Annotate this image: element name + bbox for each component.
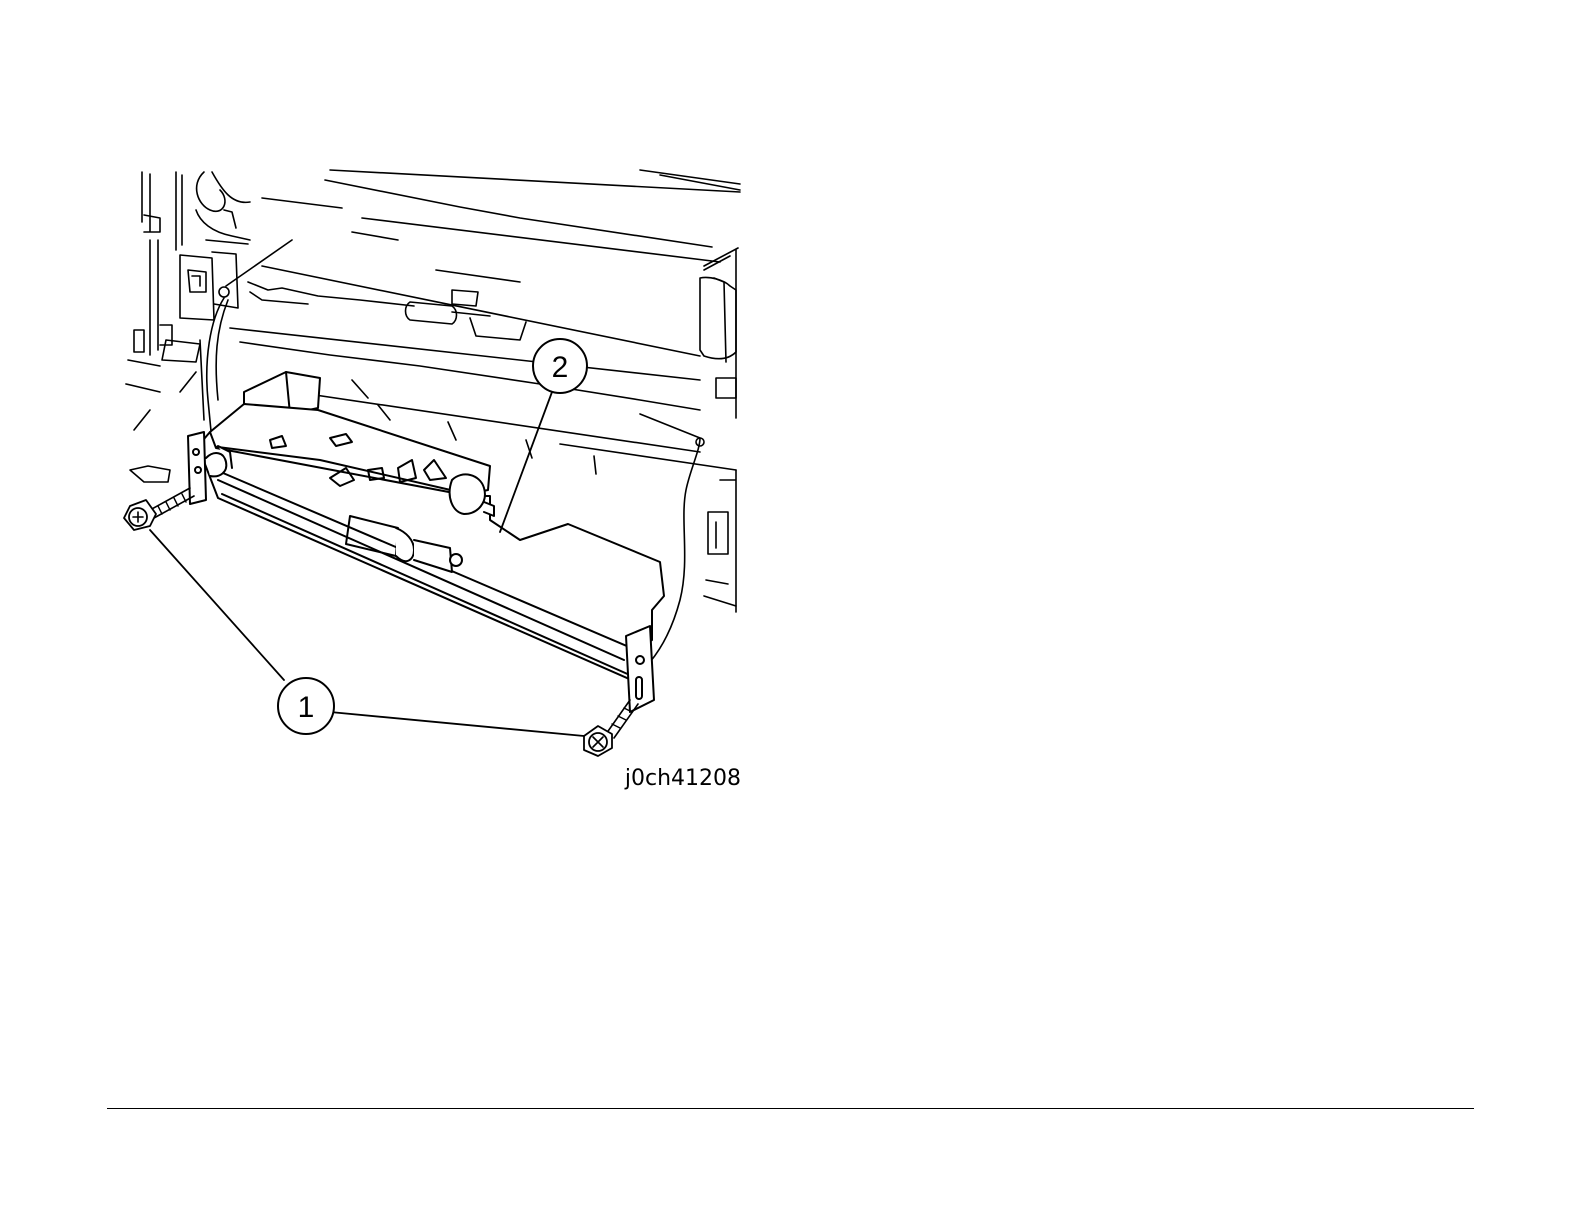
footer-rule	[107, 1108, 1474, 1109]
callout-2: 2	[500, 339, 587, 532]
assembly-part	[188, 372, 664, 712]
callout-1-number: 1	[298, 691, 315, 724]
callout-2-number: 2	[552, 351, 569, 384]
screw-left	[124, 488, 194, 530]
figure-id-label: j0ch41208	[624, 766, 741, 791]
